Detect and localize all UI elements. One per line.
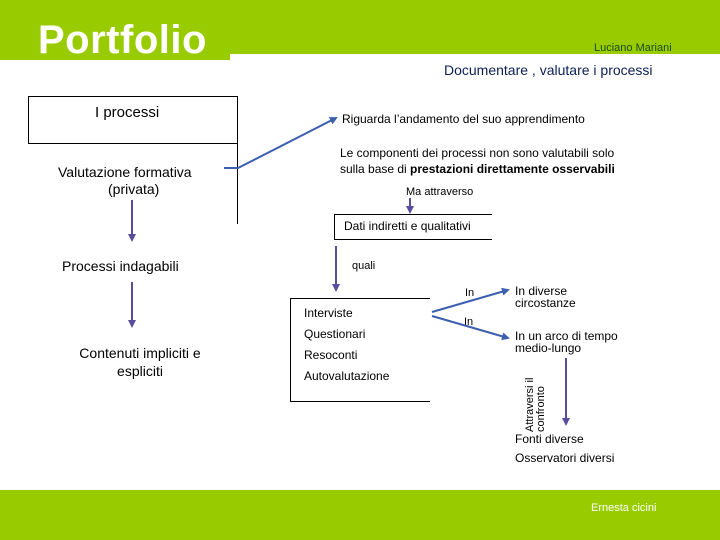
author-name: Luciano Mariani xyxy=(594,42,672,54)
diverse-line-1: In diverse xyxy=(515,284,568,298)
arrow-in-arco xyxy=(431,315,510,341)
slide-subtitle: Documentare , valutare i processi xyxy=(444,62,653,78)
fonti-line-1: Fonti diverse xyxy=(515,432,584,446)
ma-attraverso-text: Ma attraverso xyxy=(406,186,474,198)
arco-tempo-text: In un arco di tempo medio-lungo xyxy=(515,330,618,354)
arrow-vf-to-riguarda xyxy=(224,117,338,169)
processi-box xyxy=(28,96,238,144)
diverse-line-2: circostanze xyxy=(515,296,576,310)
processi-label: I processi xyxy=(95,104,160,121)
methods-box xyxy=(290,298,430,402)
contenuti-label: Contenuti impliciti e espliciti xyxy=(79,345,201,379)
method-item: Resoconti xyxy=(304,348,358,362)
slide-title: Portfolio xyxy=(38,20,207,58)
method-item: Autovalutazione xyxy=(304,369,390,383)
arrow-in-diverse xyxy=(431,287,510,313)
componenti-line-2-bold: prestazioni direttamente osservabili xyxy=(410,162,615,176)
methods-list: Interviste Questionari Resoconti Autoval… xyxy=(304,303,389,387)
diverse-circostanze-text: In diverse circostanze xyxy=(515,285,576,309)
riguarda-text: Riguarda l’andamento del suo apprendimen… xyxy=(342,112,585,126)
componenti-line-1: Le componenti dei processi non sono valu… xyxy=(340,146,615,160)
method-item: Questionari xyxy=(304,327,366,341)
componenti-line-2: sulla base di prestazioni direttamente o… xyxy=(340,161,615,177)
in-label-1: In xyxy=(465,287,475,299)
fonti-diverse-text: Fonti diverse Osservatori diversi xyxy=(515,430,614,468)
quali-text: quali xyxy=(352,260,376,272)
in-label-2: In xyxy=(464,316,474,328)
header-band-notch xyxy=(0,54,230,60)
dati-box xyxy=(334,214,492,240)
arco-line-1: In un arco di tempo xyxy=(515,329,618,343)
componenti-line-2-prefix: sulla base di xyxy=(340,162,411,176)
method-item: Interviste xyxy=(304,306,353,320)
privata-label: (privata) xyxy=(108,181,160,197)
processi-indagabili-label: Processi indagabili xyxy=(62,258,179,274)
valutazione-formativa-label: Valutazione formativa xyxy=(58,164,192,180)
header-band xyxy=(0,0,720,54)
arco-line-2: medio-lungo xyxy=(515,341,582,355)
footer-credit: Ernesta cicini xyxy=(591,502,657,514)
box-connector-line xyxy=(237,144,238,224)
componenti-text: Le componenti dei processi non sono valu… xyxy=(340,145,615,177)
fonti-line-2: Osservatori diversi xyxy=(515,451,615,465)
dati-text: Dati indiretti e qualitativi xyxy=(344,219,471,233)
footer-band xyxy=(0,490,720,540)
